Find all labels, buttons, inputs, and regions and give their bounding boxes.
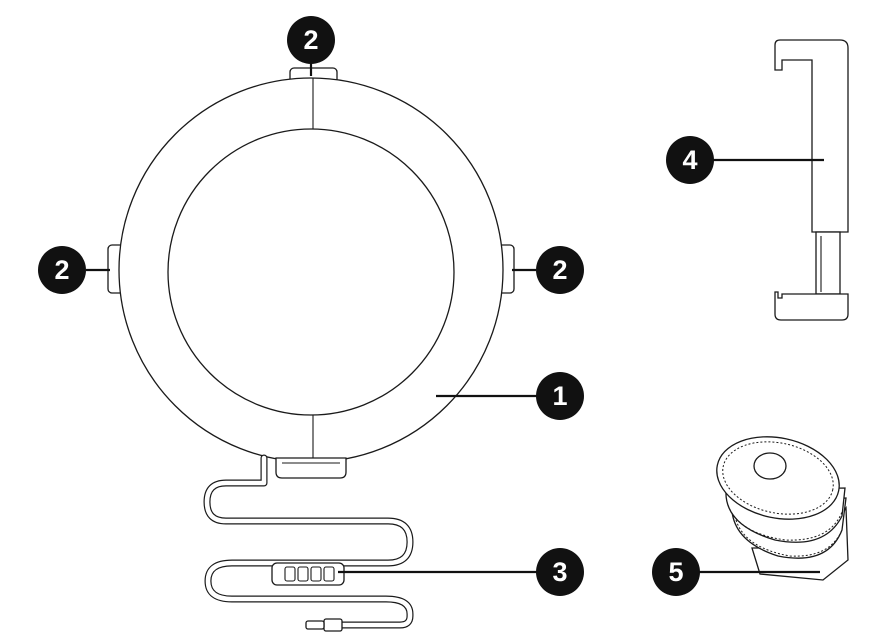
callout-5-label: 5 [668, 557, 683, 587]
callout-1-label: 1 [552, 381, 567, 411]
control-button-4 [323, 566, 335, 582]
leader-lines [86, 62, 824, 574]
control-button-2 [297, 566, 309, 582]
knob-center-button [753, 452, 787, 480]
control-button-1 [284, 566, 296, 582]
callout-2-left: 2 [38, 246, 86, 294]
callout-2-left-label: 2 [54, 255, 69, 285]
holder-top-arm [774, 39, 849, 233]
ring-cable-port [275, 457, 347, 479]
callout-3: 3 [536, 548, 584, 596]
ring-inner [167, 128, 455, 416]
holder-slide-rod [815, 231, 841, 295]
usb-plug-tip [305, 620, 325, 630]
holder-bottom-arm [774, 291, 849, 321]
knob-middle-knurl [727, 504, 843, 541]
callout-3-label: 3 [552, 557, 567, 587]
shoe-mount [716, 436, 849, 581]
callout-5: 5 [652, 548, 700, 596]
callout-2-top: 2 [287, 16, 335, 64]
phone-holder [774, 39, 849, 321]
knob-top-knurl [722, 441, 834, 515]
callout-4: 4 [666, 136, 714, 184]
usb-cable [203, 454, 414, 632]
usb-plug [323, 618, 343, 632]
callout-2-right: 2 [536, 246, 584, 294]
ring-light [107, 67, 515, 479]
cable-fill [204, 455, 413, 628]
callout-4-label: 4 [682, 145, 697, 175]
callout-1: 1 [536, 372, 584, 420]
knob-lower-knurl [735, 519, 843, 557]
control-button-3 [310, 566, 322, 582]
callout-2-right-label: 2 [552, 255, 567, 285]
callout-2-top-label: 2 [303, 25, 318, 55]
